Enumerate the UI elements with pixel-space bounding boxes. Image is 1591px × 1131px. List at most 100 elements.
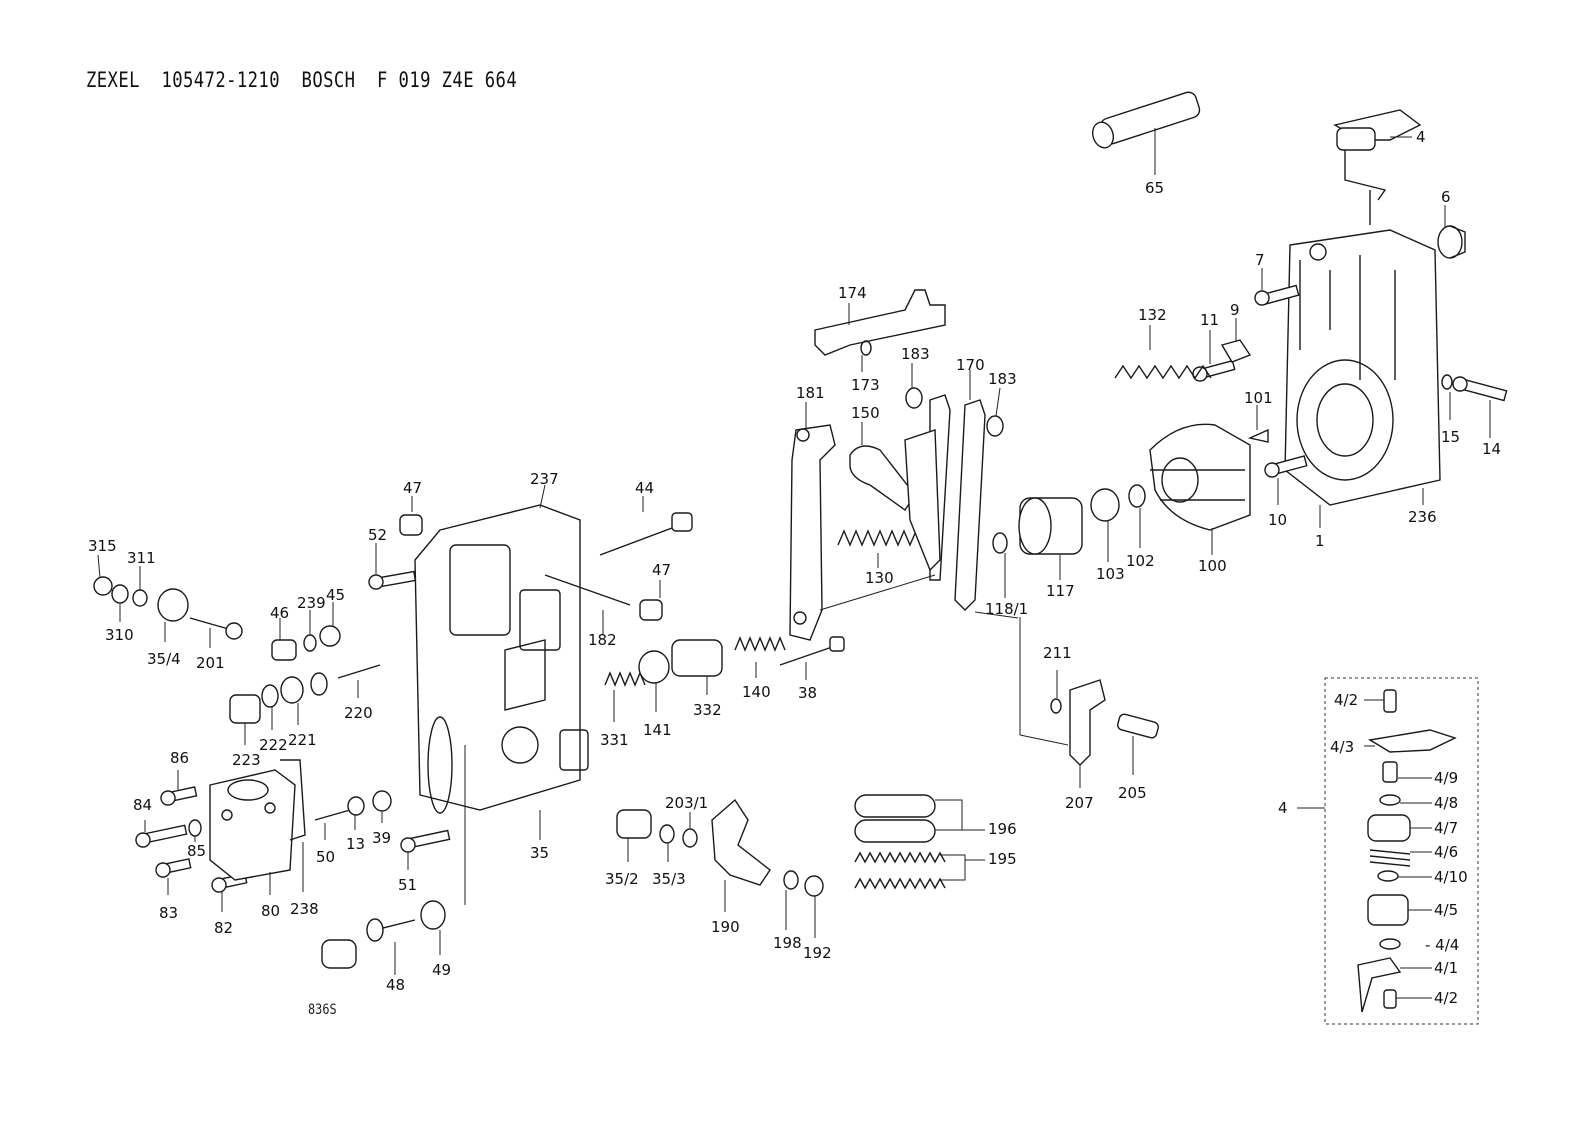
label-4-7: 4/7 [1434,819,1458,837]
part-170-lever [904,394,986,611]
label-38: 38 [798,684,817,702]
part-150-link [849,445,916,511]
label-201: 201 [196,654,225,672]
label-182: 182 [588,631,617,649]
label-173: 173 [851,376,880,394]
label-82: 82 [214,919,233,937]
label-4-8: 4/8 [1434,794,1458,812]
label-170: 170 [956,356,985,374]
part-15-washer [1441,374,1453,390]
label-311: 311 [127,549,156,567]
label-14: 14 [1482,440,1501,458]
part-174-lever [814,289,946,356]
label-183-a: 183 [901,345,930,363]
label-13: 13 [346,835,365,853]
label-4-5: 4/5 [1434,901,1458,919]
part-14-bolt [1452,376,1508,402]
label-4-10: 4/10 [1434,868,1468,886]
label-221: 221 [288,731,317,749]
drawing-title: ZEXEL 105472-1210 BOSCH F 019 Z4E 664 [86,68,518,92]
part-1-governor-housing [1284,229,1441,506]
leader-lines [97,128,1491,999]
label-51: 51 [398,876,417,894]
label-35-4: 35/4 [147,650,181,668]
label-1: 1 [1315,532,1325,550]
label-238: 238 [290,900,319,918]
label-4-top: 4 [1416,128,1426,146]
label-100: 100 [1198,557,1227,575]
part-203-1-washer [682,828,698,848]
label-83: 83 [159,904,178,922]
label-190: 190 [711,918,740,936]
label-6: 6 [1441,188,1451,206]
label-7: 7 [1255,251,1265,269]
part-35-3-washer [659,824,675,844]
part-86-screw [160,786,198,806]
label-205: 205 [1118,784,1147,802]
label-52: 52 [368,526,387,544]
part-46-cap [271,639,297,661]
label-332: 332 [693,701,722,719]
label-223: 223 [232,751,261,769]
label-4-2-a: 4/2 [1334,691,1358,709]
part-315-nut [93,576,113,596]
label-220: 220 [344,704,373,722]
part-13-nut [347,796,365,816]
part-44-bolt [599,512,693,556]
part-65-fitting [1091,91,1201,149]
label-35: 35 [530,844,549,862]
label-183-b: 183 [988,370,1017,388]
label-9: 9 [1230,301,1240,319]
label-331: 331 [600,731,629,749]
part-118-1-washer [992,532,1008,554]
part-221-nut [280,676,304,704]
label-4-main: 4 [1278,799,1288,817]
part-207-bracket [1069,679,1106,766]
label-45: 45 [326,586,345,604]
label-315: 315 [88,537,117,555]
label-65: 65 [1145,179,1164,197]
part-labels: 65 4 6 7 9 11 132 174 173 183 170 183 18… [88,128,1501,1007]
label-237: 237 [530,470,559,488]
label-35-3: 35/3 [652,870,686,888]
part-48-plug [321,918,416,969]
label-84: 84 [133,796,152,814]
label-4-6: 4/6 [1434,843,1458,861]
part-182-rod [544,574,631,606]
part-211-ring [1050,698,1062,714]
part-9-block [1220,339,1252,363]
label-192: 192 [803,944,832,962]
part-7-screw [1254,284,1300,306]
label-10: 10 [1268,511,1287,529]
part-51-screw [400,829,451,853]
part-196-sleeve [854,794,936,843]
part-173-ring [860,340,872,356]
label-211: 211 [1043,644,1072,662]
part-102-ring [1128,484,1146,508]
label-310: 310 [105,626,134,644]
part-220-screw [337,664,381,679]
part-201-screw [189,617,243,640]
part-52-screw [368,570,417,590]
label-46: 46 [270,604,289,622]
label-48: 48 [386,976,405,994]
part-6-plug [1437,225,1466,259]
label-150: 150 [851,404,880,422]
part-183a-nut [905,387,923,409]
label-50: 50 [316,848,335,866]
label-4-4: - 4/4 [1425,936,1459,954]
part-101-key [1247,428,1269,443]
part-10-screw [1264,455,1308,478]
assembly-4-exploded [1357,689,1457,1013]
label-4-9: 4/9 [1434,769,1458,787]
part-195-spring [854,851,946,890]
label-196: 196 [988,820,1017,838]
label-4-1: 4/1 [1434,959,1458,977]
assembly-4-detail-box [1324,677,1479,1025]
part-117-sleeve [1018,497,1083,555]
part-35-4-nut [157,588,189,622]
part-310-nut [111,584,129,604]
label-85: 85 [187,842,206,860]
part-130-spring [837,529,923,547]
